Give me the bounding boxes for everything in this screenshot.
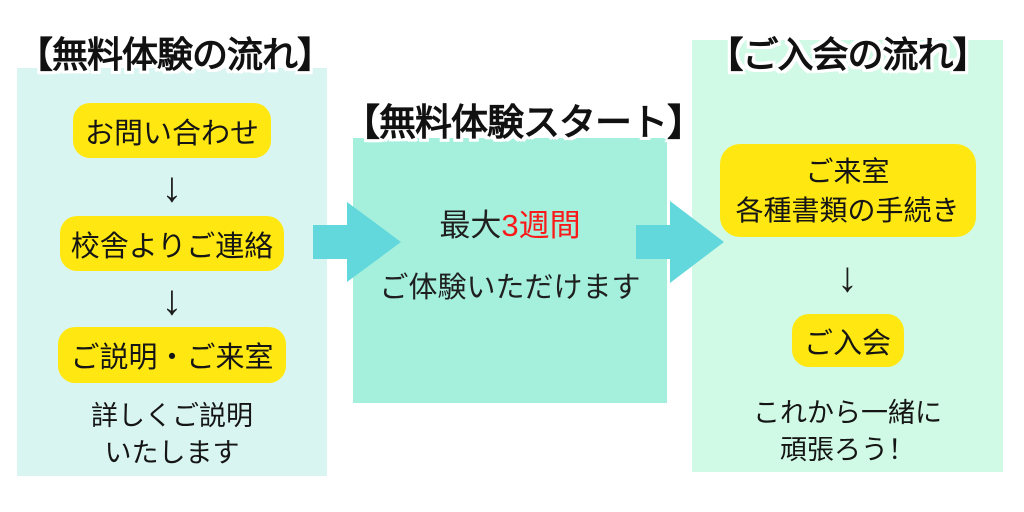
right-arrow-icon [636,201,724,283]
enrollment-note-line1: これから一緒に [753,398,942,428]
down-arrow-icon: ↓ [837,253,858,300]
step-box-explanation-visit: ご説明・ご来室 [58,327,286,383]
step-label-explanation-visit: ご説明・ご来室 [70,342,274,374]
trial-flow-note: 詳しくご説明 いたします [91,398,253,472]
step-box-visit-paperwork: ご来室 各種書類の手続き [719,144,976,237]
step-label-enrollment: ご入会 [803,327,891,360]
trial-duration-line: 最大3週間 [353,200,667,245]
right-arrow-icon [313,202,401,282]
trial-flow-note-line1: 詳しくご説明 [91,401,253,431]
step-box-school-reply: 校舎よりご連絡 [60,216,284,271]
trial-flow-note-line2: いたします [104,438,240,468]
enrollment-flow-panel: ご来室 各種書類の手続き ↓ ご入会 これから一緒に 頑張ろう！ [692,40,1003,472]
enrollment-flow-title: 【ご入会の流れ】 [707,34,988,75]
trial-duration-prefix: 最大 [439,208,502,243]
step-box-enrollment: ご入会 [791,314,904,367]
trial-experience-line: ご体験いただけます [379,272,641,304]
step-label-contact: お問い合わせ [84,117,259,150]
down-arrow-icon: ↓ [161,276,183,323]
trial-flow-panel: お問い合わせ ↓ 校舎よりご連絡 ↓ ご説明・ご来室 詳しくご説明 いたします [17,68,327,476]
step-label-visit-paperwork: ご来室 各種書類の手続き [735,152,959,230]
step-label-school-reply: 校舎よりご連絡 [70,230,274,263]
trial-start-box: 最大3週間 ご体験いただけます [353,138,667,403]
down-arrow-icon: ↓ [161,163,183,210]
step-box-contact: お問い合わせ [73,103,271,158]
enrollment-note-line2: 頑張ろう！ [780,435,915,465]
step-label-visit: ご来室 [805,155,890,187]
trial-duration-highlight: 3週間 [501,208,581,243]
trial-flow-title: 【無料体験の流れ】 [17,34,333,75]
enrollment-note: これから一緒に 頑張ろう！ [753,395,942,469]
step-label-paperwork: 各種書類の手続き [735,194,960,226]
trial-start-title: 【無料体験スタート】 [343,102,704,143]
